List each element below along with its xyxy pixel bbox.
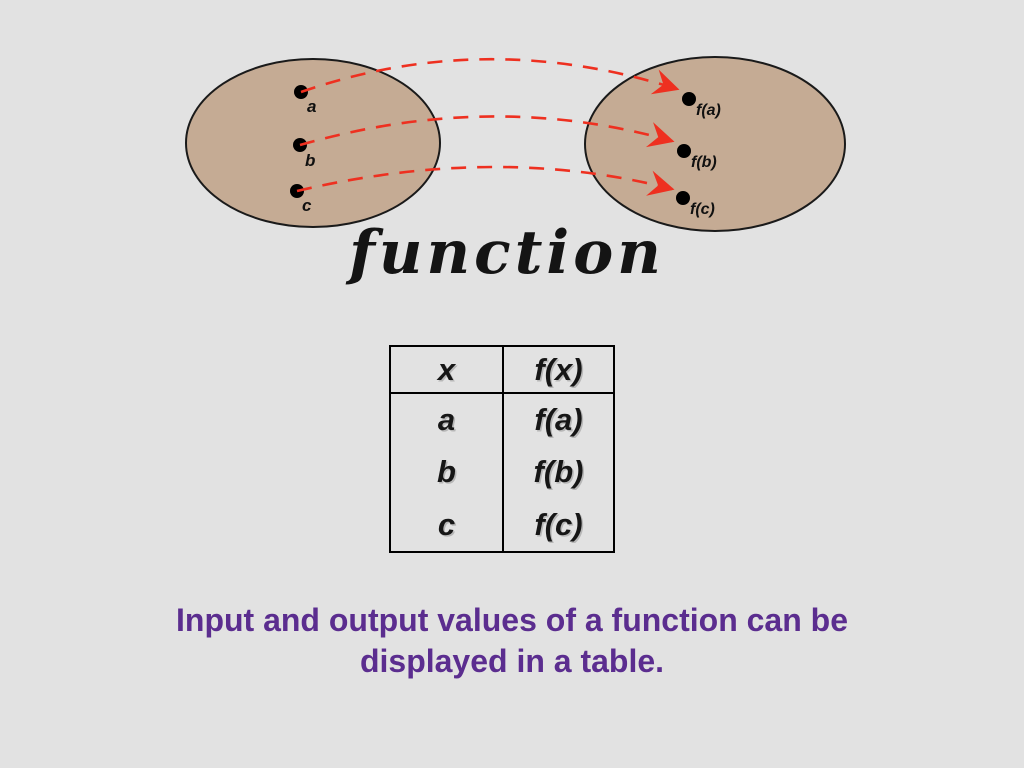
- point-a-label: a: [307, 97, 316, 116]
- table-header-fx: f(x): [502, 347, 613, 394]
- table-cell-fb: f(b): [502, 446, 613, 499]
- arrow-b-to-fb: [299, 115, 675, 148]
- point-b-label: b: [305, 151, 315, 170]
- function-caption: function: [349, 218, 665, 288]
- point-fa-label: f(a): [696, 102, 721, 119]
- arrow-c-to-fc: [296, 165, 675, 196]
- footer-caption-line2: displayed in a table.: [359, 643, 665, 679]
- arrow-a-to-fa: [300, 57, 680, 95]
- point-fa-dot: [682, 92, 696, 106]
- domain-set-ellipse: [185, 58, 441, 228]
- point-fc-label: f(c): [690, 201, 715, 218]
- point-fc-dot: [676, 191, 690, 205]
- footer-caption-line1: Input and output values of a function ca…: [176, 602, 848, 638]
- table-cell-c: c: [437, 506, 456, 542]
- table-cell-a: a: [437, 402, 456, 438]
- point-c-label: c: [302, 196, 312, 215]
- footer-caption: Input and output values of a function ca…: [0, 600, 1024, 682]
- point-fb-label: f(b): [691, 154, 717, 171]
- function-values-table: x f(x) a f(a) b f(b) c f(c): [389, 345, 615, 553]
- table-cell-fa: f(a): [502, 394, 613, 447]
- table-header-x: x: [391, 347, 502, 394]
- range-set-ellipse: [584, 56, 846, 232]
- table-cell-b: b: [437, 454, 456, 490]
- table-cell-fc: f(c): [502, 498, 613, 551]
- function-mapping-diagram: a b c f(a) f(b) f(c): [185, 56, 846, 232]
- point-fb-dot: [677, 144, 691, 158]
